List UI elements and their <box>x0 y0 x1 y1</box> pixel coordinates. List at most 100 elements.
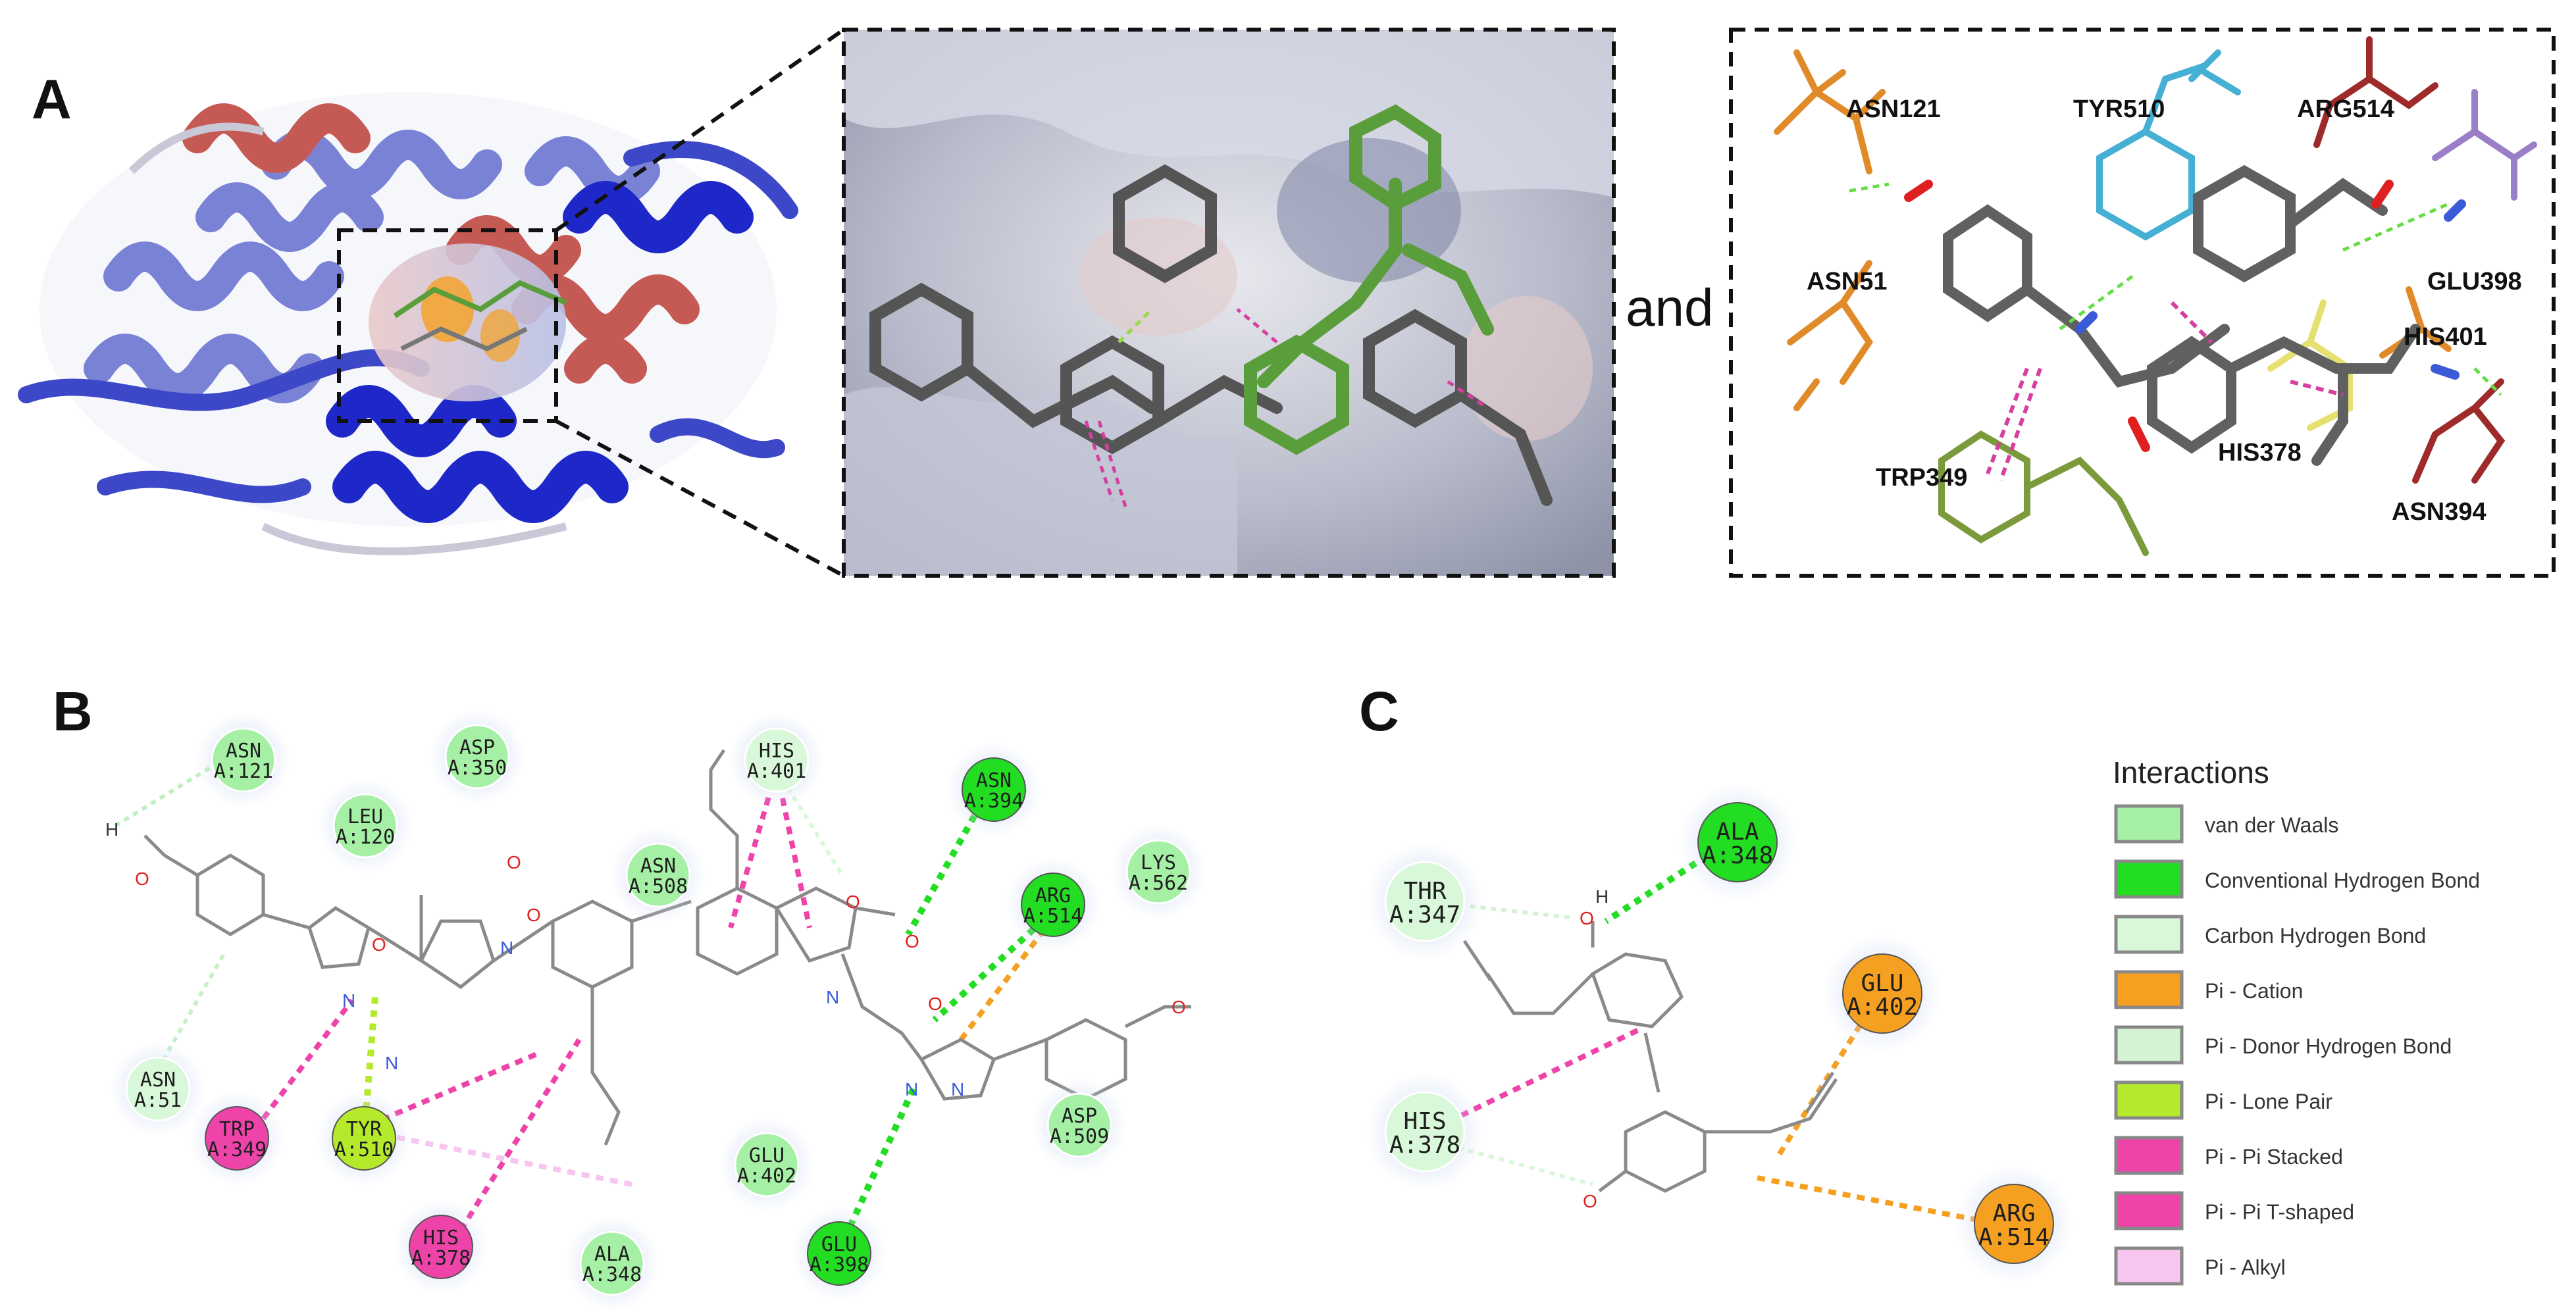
legend-item-1: Conventional Hydrogen Bond <box>2114 859 2480 899</box>
panel-b-node-chain-asn394: A:394 <box>964 790 1023 813</box>
legend-title: Interactions <box>2113 755 2269 790</box>
panel-b-oxazole-o-left: O <box>372 934 386 955</box>
panel-b-oxazole-n2-right: N <box>951 1079 964 1100</box>
connector-word: and <box>1626 278 1713 337</box>
panel-b-node-circle-arg514 <box>1021 873 1085 937</box>
legend-item-6: Pi - Pi Stacked <box>2114 1136 2343 1175</box>
legend-swatch-1 <box>2114 859 2184 899</box>
legend-label-3: Pi - Cation <box>2205 979 2303 1003</box>
panel-b-node-name-asn394: ASN <box>976 769 1012 792</box>
panel-c-node-circle-glu402 <box>1842 953 1922 1034</box>
label-asn51: ASN51 <box>1807 268 1888 295</box>
panel-b-node-circle-asn51 <box>125 1056 191 1122</box>
panel-c-ether-o: O <box>1583 1191 1597 1211</box>
panel-b-node-chain-lys562: A:562 <box>1129 872 1188 895</box>
panel-b-node-circle-lys562 <box>1125 839 1191 905</box>
panel-b-node-chain-his378: A:378 <box>411 1247 471 1270</box>
panel-b-node-name-asn508: ASN <box>640 855 676 878</box>
residue-stick-panel: ASN121 TYR510 ARG514 GLU398 ASN51 HIS401… <box>1729 28 2556 578</box>
binding-pocket-surface <box>842 28 1616 578</box>
panel-b-oxazole-n2-left: N <box>385 1053 398 1073</box>
panel-b-node-chain-asp350: A:350 <box>448 757 507 780</box>
legend-swatch-8 <box>2114 1246 2184 1286</box>
panel-b-node-circle-asn508 <box>625 842 691 908</box>
panel-b-node-circle-trp349 <box>205 1106 269 1171</box>
zoom-connector-top <box>555 28 845 232</box>
label-asn121: ASN121 <box>1846 95 1941 123</box>
panel-b-node-name-asp350: ASP <box>459 736 495 759</box>
panel-b-node-name-lys562: LYS <box>1141 851 1176 874</box>
legend-swatch-7 <box>2114 1191 2184 1230</box>
panel-b-node-name-asn51: ASN <box>140 1069 176 1092</box>
panel-b-node-name-glu398: GLU <box>821 1233 857 1256</box>
panel-b-node-circle-asn121 <box>211 727 276 793</box>
legend-item-2: Carbon Hydrogen Bond <box>2114 915 2426 954</box>
panel-b-node-name-glu402: GLU <box>749 1144 785 1167</box>
panel-b-node-circle-glu402 <box>734 1132 800 1198</box>
legend-item-0: van der Waals <box>2114 804 2338 844</box>
panel-c-node-circle-his378 <box>1384 1091 1466 1173</box>
legend-item-3: Pi - Cation <box>2114 970 2303 1009</box>
panel-b-node-circle-leu120 <box>332 793 398 859</box>
panel-c-node-circle-arg514 <box>1974 1184 2054 1264</box>
legend-label-4: Pi - Donor Hydrogen Bond <box>2205 1034 2452 1058</box>
panel-b-methoxy-o: O <box>1172 997 1186 1017</box>
panel-b-diagram: H O O N N N O O O O N O N N O ASNA:121AS… <box>105 709 1206 1311</box>
panel-c-ligand <box>1462 921 1838 1193</box>
legend-label-8: Pi - Alkyl <box>2205 1255 2286 1279</box>
panel-b-letter: B <box>53 680 93 742</box>
panel-c-node-circle-thr347 <box>1384 861 1466 942</box>
panel-b-node-name-ala348: ALA <box>594 1243 630 1266</box>
label-his378: HIS378 <box>2218 439 2302 467</box>
legend-swatch-5 <box>2114 1080 2184 1120</box>
legend-label-1: Conventional Hydrogen Bond <box>2205 869 2480 892</box>
panel-c-node-name-his378: HIS <box>1403 1108 1446 1135</box>
panel-b-node-chain-asn121: A:121 <box>214 760 273 783</box>
panel-b-ring-o-left: O <box>527 905 541 925</box>
zoom-connector-bottom <box>555 419 845 578</box>
panel-b-ligand <box>143 749 1191 1146</box>
legend-swatch-6 <box>2114 1136 2184 1175</box>
label-trp349: TRP349 <box>1876 464 1967 492</box>
legend-swatch-2 <box>2114 915 2184 954</box>
panel-b-node-name-tyr510: TYR <box>346 1118 382 1141</box>
panel-c-node-circle-ala348 <box>1697 802 1778 882</box>
panel-c-node-name-ala348: ALA <box>1716 819 1759 846</box>
panel-b-node-circle-tyr510 <box>332 1106 396 1171</box>
panel-b-atoms: H O O N N N O O O O N O N N O <box>105 819 1186 1100</box>
panel-b-node-chain-tyr510: A:510 <box>334 1138 394 1161</box>
legend-item-7: Pi - Pi T-shaped <box>2114 1191 2354 1230</box>
label-asn394: ASN394 <box>2392 498 2486 526</box>
panel-b-node-name-his378: HIS <box>423 1227 459 1250</box>
panel-b-carbonyl-o-right: O <box>905 931 919 951</box>
panel-b-lactam-n-right: N <box>826 987 839 1007</box>
panel-b-node-circle-ala348 <box>579 1230 645 1296</box>
panel-c-node-chain-glu402: A:402 <box>1847 994 1918 1021</box>
legend-label-5: Pi - Lone Pair <box>2205 1090 2332 1113</box>
panel-b-node-circle-glu398 <box>807 1221 871 1286</box>
legend-item-5: Pi - Lone Pair <box>2114 1080 2332 1120</box>
label-arg514: ARG514 <box>2297 95 2394 123</box>
panel-b-node-chain-asn508: A:508 <box>629 875 688 898</box>
panel-c-node-name-arg514: ARG <box>1992 1200 2035 1227</box>
legend-label-6: Pi - Pi Stacked <box>2205 1145 2343 1169</box>
panel-b-oxazole-o-right: O <box>928 994 942 1014</box>
